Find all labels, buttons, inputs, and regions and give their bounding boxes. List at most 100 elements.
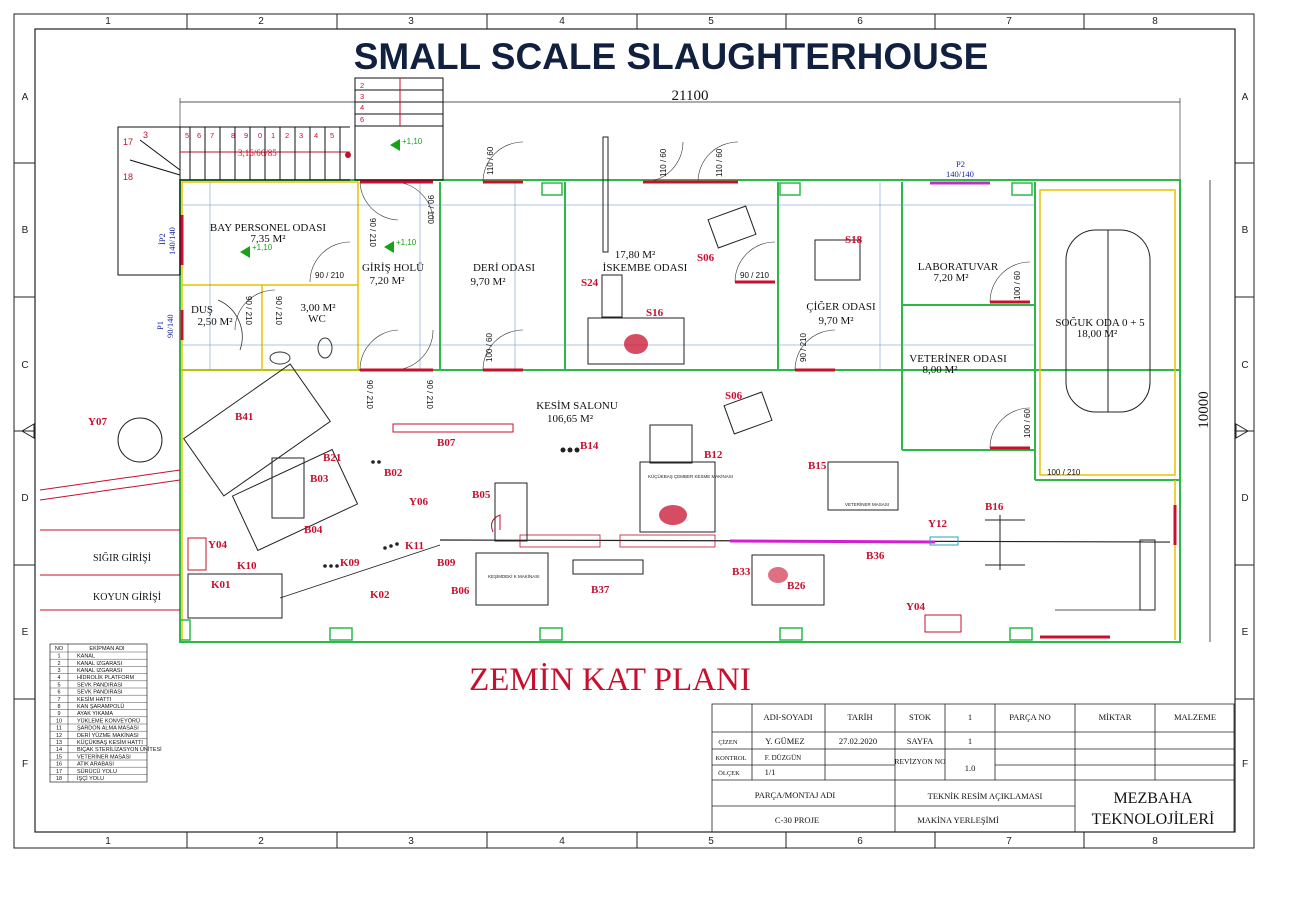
grid-row-d: D xyxy=(21,493,28,504)
stair-num: 6 xyxy=(360,115,364,124)
grid-col-4: 4 xyxy=(559,16,565,27)
sterilizer-y12 xyxy=(929,536,959,546)
equip-y07: Y07 xyxy=(88,416,107,428)
waste-cart-s06b xyxy=(723,391,773,435)
hydraulic-platform-b41 xyxy=(182,363,332,497)
equip-k09: K09 xyxy=(340,557,360,569)
equip-b41: B41 xyxy=(235,411,253,423)
equip-b03: B03 xyxy=(310,473,329,485)
equip-b07: B07 xyxy=(437,437,456,449)
legend-row-name: KAN ŞARAMPOLÜ xyxy=(77,703,124,710)
equip-b36: B36 xyxy=(866,550,885,562)
grid-col-2: 2 xyxy=(258,16,264,27)
equip-b09: B09 xyxy=(437,557,456,569)
equip-b06: B06 xyxy=(451,585,470,597)
carcass-shape xyxy=(768,567,788,583)
room-area-vet: 8,00 M² xyxy=(922,364,958,376)
grid-col-7-bottom: 7 xyxy=(1006,836,1012,847)
level-arrow-icon xyxy=(240,246,250,258)
stair-num: 5 xyxy=(330,131,334,140)
tb-scale-value: 1/1 xyxy=(765,767,776,777)
equip-b05: B05 xyxy=(472,489,491,501)
legend-row-no: 18 xyxy=(56,776,62,782)
legend-row-name: SEVK PANDIRASI xyxy=(77,682,123,688)
machine-label-vet-masa: VETERİNER MASASI xyxy=(845,501,889,507)
building-outer-wall xyxy=(179,179,1181,643)
tb-project: C-30 PROJE xyxy=(775,815,819,825)
door-p2-label: P2 xyxy=(956,159,965,169)
stair-level-label: 3,16/66/85 xyxy=(238,148,277,158)
equip-s24: S24 xyxy=(581,277,599,289)
tb-tech-description: TEKNİK RESİM AÇIKLAMASI xyxy=(928,791,1043,801)
entrance-cattle: SIĞIR GİRİŞİ xyxy=(93,552,151,564)
pit-k01 xyxy=(187,573,283,619)
bleeding-rail xyxy=(392,423,514,433)
door-ip2-size: 140/140 xyxy=(167,227,177,255)
legend-row-name: İŞÇİ YOLU xyxy=(77,775,104,782)
tb-header-quantity: MİKTAR xyxy=(1099,712,1132,722)
legend-row-no: 6 xyxy=(57,690,60,696)
tb-header-revision: REVİZYON NO xyxy=(894,757,946,766)
grid-col-1: 1 xyxy=(105,16,111,27)
legend-row-name: SEVK PANDIRASI xyxy=(77,690,123,696)
grid-row-c: C xyxy=(21,360,28,371)
room-area-soguk: 18,00 M² xyxy=(1077,328,1118,340)
stair-num: 4 xyxy=(314,131,318,140)
room-name-vet: VETERİNER ODASI xyxy=(909,353,1007,365)
stair-num: 9 xyxy=(244,131,248,140)
grid-col-6: 6 xyxy=(857,16,863,27)
legend-row-no: 14 xyxy=(56,747,62,753)
room-area-kesim: 106,65 M² xyxy=(547,413,594,425)
equip-b14: B14 xyxy=(580,440,599,452)
tb-header-material: MALZEME xyxy=(1174,712,1216,722)
tb-company-line1: MEZBAHA xyxy=(1113,790,1193,807)
legend-row-no: 11 xyxy=(56,726,62,732)
door-label: 90 / 210 xyxy=(425,380,434,409)
legend-row-no: 16 xyxy=(56,762,62,768)
stair-num: 0 xyxy=(258,131,262,140)
machine-label-deri-yuzme: KEŞİMDEKİ K MAKİNASI xyxy=(488,573,540,579)
door-label: 90 / 210 xyxy=(244,296,253,325)
machine-b12 xyxy=(639,461,716,533)
dimension-height-label: 10000 xyxy=(1196,391,1212,429)
shower-screen xyxy=(217,299,243,351)
door-label: 90 / 210 xyxy=(315,271,344,280)
legend-row-no: 7 xyxy=(57,697,60,703)
machine-b12-head xyxy=(649,424,693,464)
equip-k11: K11 xyxy=(405,540,424,552)
legend-row-no: 4 xyxy=(57,675,60,681)
grid-col-7: 7 xyxy=(1006,16,1012,27)
room-name-soguk: SOĞUK ODA 0 + 5 xyxy=(1055,317,1145,329)
level-arrow-icon xyxy=(384,241,394,253)
vet-table-b15 xyxy=(827,461,899,511)
grid-col-6-bottom: 6 xyxy=(857,836,863,847)
grid-col-2-bottom: 2 xyxy=(258,836,264,847)
door-p2-size: 140/140 xyxy=(946,169,974,179)
stair-num: 8 xyxy=(231,131,235,140)
legend-row-no: 2 xyxy=(57,661,60,667)
machine-s16 xyxy=(587,317,685,365)
foot-wash-y04 xyxy=(187,537,207,571)
equip-k10: K10 xyxy=(237,560,257,572)
tb-part-assembly-name: PARÇA/MONTAJ ADI xyxy=(755,790,836,800)
stair-num: 5 xyxy=(185,131,189,140)
level-arrow-icon xyxy=(390,139,400,151)
door-label: 90 / 210 xyxy=(740,271,769,280)
equip-b12: B12 xyxy=(704,449,723,461)
tb-header-name: ADI-SOYADI xyxy=(763,712,812,722)
legend-row-name: ŞARDON ALMA MASASI xyxy=(77,726,139,732)
grid-col-4-bottom: 4 xyxy=(559,836,565,847)
grid-row-f-right: F xyxy=(1242,759,1248,770)
machine-b26 xyxy=(751,554,825,606)
machine-b37 xyxy=(572,559,644,575)
grid-col-3-bottom: 3 xyxy=(408,836,414,847)
conveyor-magenta xyxy=(729,539,936,544)
legend-row-name: KESİM HATTI xyxy=(77,696,112,703)
legend-row-no: 3 xyxy=(57,668,60,674)
door-p1-label: P1 xyxy=(155,321,165,330)
room-area-iskembe: 17,80 M² xyxy=(615,249,656,261)
equip-s06b: S06 xyxy=(725,390,743,402)
legend-row-name: KÜÇÜKBAŞ KESİM HATTI xyxy=(77,739,143,746)
level-label: +1,10 xyxy=(402,137,423,146)
